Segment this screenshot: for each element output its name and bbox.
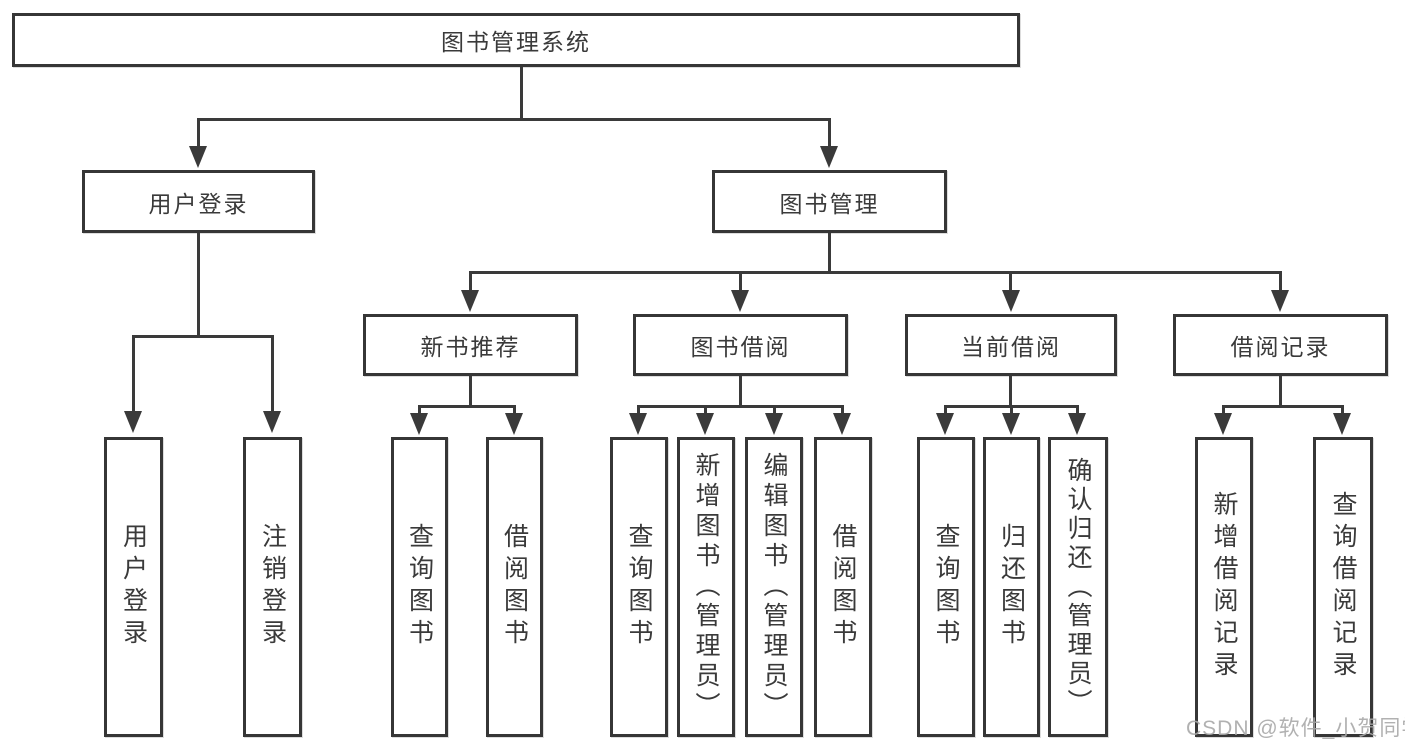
arrow-down-icon [696, 413, 714, 435]
connector-line [1222, 405, 1344, 408]
connector-line [739, 376, 742, 405]
connector-line [1009, 271, 1012, 290]
connector-line [197, 233, 200, 335]
arrow-down-icon [833, 413, 851, 435]
connector-line [1341, 405, 1344, 415]
connector-line [1010, 405, 1013, 415]
leaf-query-books-borrowing: 查询图书 [610, 437, 668, 737]
leaf-add-books-admin: 新增图书（管理员） [677, 437, 735, 737]
connector-line [197, 118, 831, 121]
arrow-down-icon [505, 413, 523, 435]
connector-line [132, 335, 274, 338]
connector-line [1076, 405, 1079, 415]
leaf-borrow-books-recommend: 借阅图书 [486, 437, 543, 737]
connector-line [828, 118, 831, 148]
connector-line [1009, 376, 1012, 405]
arrow-down-icon [1002, 290, 1020, 312]
connector-line [944, 405, 947, 415]
arrow-down-icon [820, 146, 838, 168]
connector-line [828, 233, 831, 271]
connector-line [637, 405, 640, 415]
node-library-system: 图书管理系统 [12, 13, 1020, 67]
arrow-down-icon [936, 413, 954, 435]
arrow-down-icon [1002, 413, 1020, 435]
node-book-borrowing: 图书借阅 [633, 314, 848, 376]
arrow-down-icon [1333, 413, 1351, 435]
arrow-down-icon [765, 413, 783, 435]
arrow-down-icon [1214, 413, 1232, 435]
csdn-watermark: CSDN @软件_小贺同学 [1186, 717, 1405, 740]
leaf-query-books-current: 查询图书 [917, 437, 975, 737]
node-new-book-recommend: 新书推荐 [363, 314, 578, 376]
connector-line [132, 335, 135, 411]
arrow-down-icon [461, 290, 479, 312]
connector-line [469, 271, 1282, 274]
arrow-down-icon [263, 411, 281, 433]
node-borrowing-records: 借阅记录 [1173, 314, 1388, 376]
arrow-down-icon [731, 290, 749, 312]
connector-line [418, 405, 421, 415]
connector-line [739, 271, 742, 290]
connector-line [773, 405, 776, 415]
connector-line [197, 118, 200, 148]
connector-line [469, 271, 472, 290]
arrow-down-icon [1068, 413, 1086, 435]
leaf-return-books: 归还图书 [983, 437, 1040, 737]
leaf-add-borrow-record: 新增借阅记录 [1195, 437, 1253, 737]
node-book-management: 图书管理 [712, 170, 947, 233]
connector-line [1222, 405, 1225, 415]
leaf-user-login: 用户登录 [104, 437, 163, 737]
node-user-login: 用户登录 [82, 170, 315, 233]
arrow-down-icon [189, 146, 207, 168]
leaf-borrow-books: 借阅图书 [814, 437, 872, 737]
connector-line [704, 405, 707, 415]
connector-line [1279, 376, 1282, 405]
leaf-logout: 注销登录 [243, 437, 302, 737]
connector-line [513, 405, 516, 415]
leaf-edit-books-admin: 编辑图书（管理员） [745, 437, 803, 737]
connector-line [271, 335, 274, 411]
leaf-query-books-recommend: 查询图书 [391, 437, 448, 737]
arrow-down-icon [124, 411, 142, 433]
node-current-borrowing: 当前借阅 [905, 314, 1117, 376]
arrow-down-icon [410, 413, 428, 435]
connector-line [469, 376, 472, 405]
arrow-down-icon [1271, 290, 1289, 312]
arrow-down-icon [629, 413, 647, 435]
leaf-query-borrow-record: 查询借阅记录 [1313, 437, 1373, 737]
connector-line [1279, 271, 1282, 290]
connector-line [520, 67, 523, 118]
leaf-confirm-return-admin: 确认归还（管理员） [1048, 437, 1108, 737]
connector-line [637, 405, 844, 408]
connector-line [418, 405, 516, 408]
connector-line [841, 405, 844, 415]
